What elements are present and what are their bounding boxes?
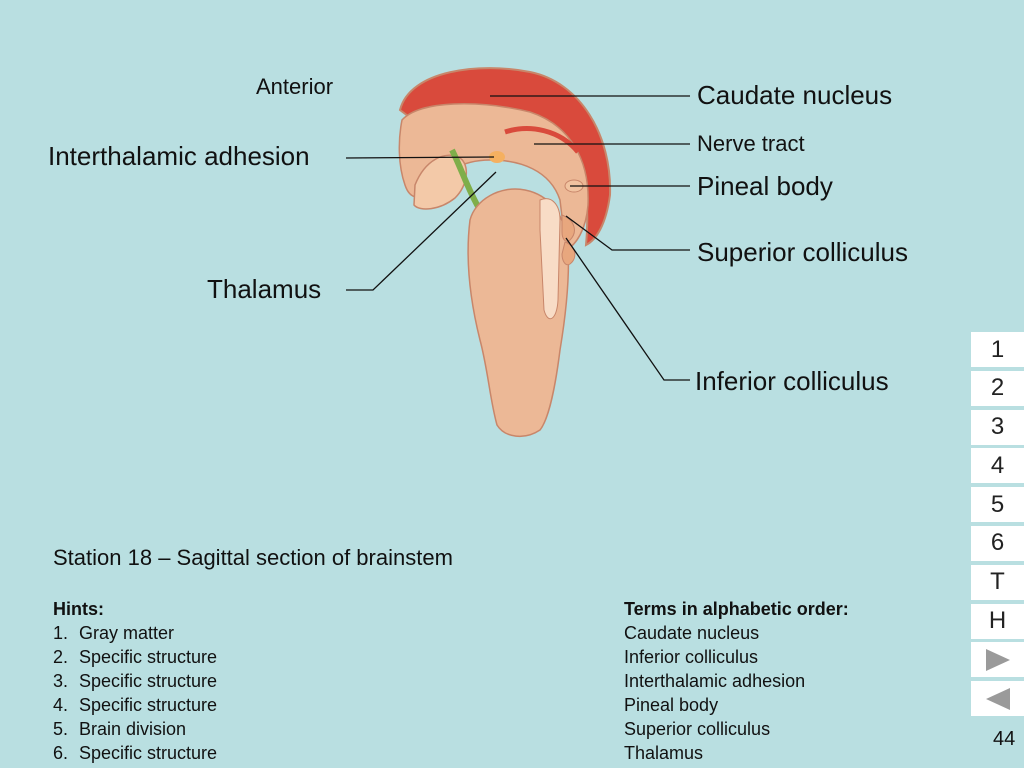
green-tract-shape [449,148,483,212]
nav-button-hints[interactable]: H [971,603,1024,639]
play-right-icon [985,648,1010,671]
hint-number: 3. [53,671,69,691]
hint-number: 4. [53,695,69,715]
interthalamic-adhesion-shape [489,151,505,163]
hint-item: 2. Specific structure [53,645,217,669]
central-canal-shape [539,198,561,320]
label-pineal-body: Pineal body [697,171,833,201]
hint-item: 6. Specific structure [53,741,217,765]
navigation-panel: 1 2 3 4 5 6 T H [971,332,1024,720]
hint-number: 5. [53,719,69,739]
hint-text: Specific structure [79,671,218,691]
term-item: Inferior colliculus [624,647,759,667]
hint-text: Brain division [79,719,187,739]
nav-button-3[interactable]: 3 [971,409,1024,445]
term-item: Thalamus [624,743,704,763]
hint-number: 6. [53,743,69,763]
leader-inferior-colliculus [565,237,690,381]
leader-interthalamic [345,156,495,159]
terms-block: Terms in alphabetic order: Caudate nucle… [624,597,849,765]
hints-list: 1. Gray matter 2. Specific structure 3. Spe… [53,621,217,765]
hint-item: 3. Specific structure [53,669,217,693]
label-superior-colliculus: Superior colliculus [697,237,908,267]
diencephalon-shape [398,103,589,252]
page-number: 44 [993,728,1016,750]
nav-button-terms[interactable]: T [971,564,1024,600]
nav-button-4[interactable]: 4 [971,448,1024,484]
label-caudate-nucleus: Caudate nucleus [697,80,893,110]
term-item: Interthalamic adhesion [624,671,806,691]
play-left-icon [985,687,1010,710]
hint-text: Specific structure [79,647,218,667]
terms-heading: Terms in alphabetic order: [624,599,849,619]
nav-button-2[interactable]: 2 [971,370,1024,406]
anterior-label: Anterior [256,74,334,99]
hint-item: 4. Specific structure [53,693,217,717]
nav-button-1[interactable]: 1 [971,332,1024,367]
term-item: Pineal body [624,695,719,715]
label-thalamus: Thalamus [207,274,322,304]
hint-text: Specific structure [79,695,218,715]
hints-heading: Hints: [53,599,104,619]
term-item: Caudate nucleus [624,623,760,643]
hint-item: 1. Gray matter [53,621,217,645]
hint-number: 2. [53,647,69,667]
term-item: Superior colliculus [624,719,771,739]
hints-block: Hints: 1. Gray matter 2. Specific structur… [53,597,217,765]
next-button[interactable] [971,642,1024,678]
nav-button-5[interactable]: 5 [971,487,1024,523]
terms-list: Caudate nucleus Inferior colliculus Inte… [624,621,849,765]
leader-thalamus [346,171,497,291]
nerve-tract-shape [504,126,580,154]
label-inferior-colliculus: Inferior colliculus [695,366,889,396]
nav-button-6[interactable]: 6 [971,525,1024,561]
previous-button[interactable] [971,681,1024,717]
station-title: Station 18 – Sagittal section of brainst… [53,545,453,570]
hint-number: 1. [53,623,69,643]
label-nerve-tract: Nerve tract [697,131,805,156]
hint-text: Specific structure [79,743,218,763]
hint-text: Gray matter [79,623,175,643]
label-interthalamic-adhesion: Interthalamic adhesion [48,141,310,171]
hint-item: 5. Brain division [53,717,217,741]
leader-superior-colliculus [565,215,690,251]
